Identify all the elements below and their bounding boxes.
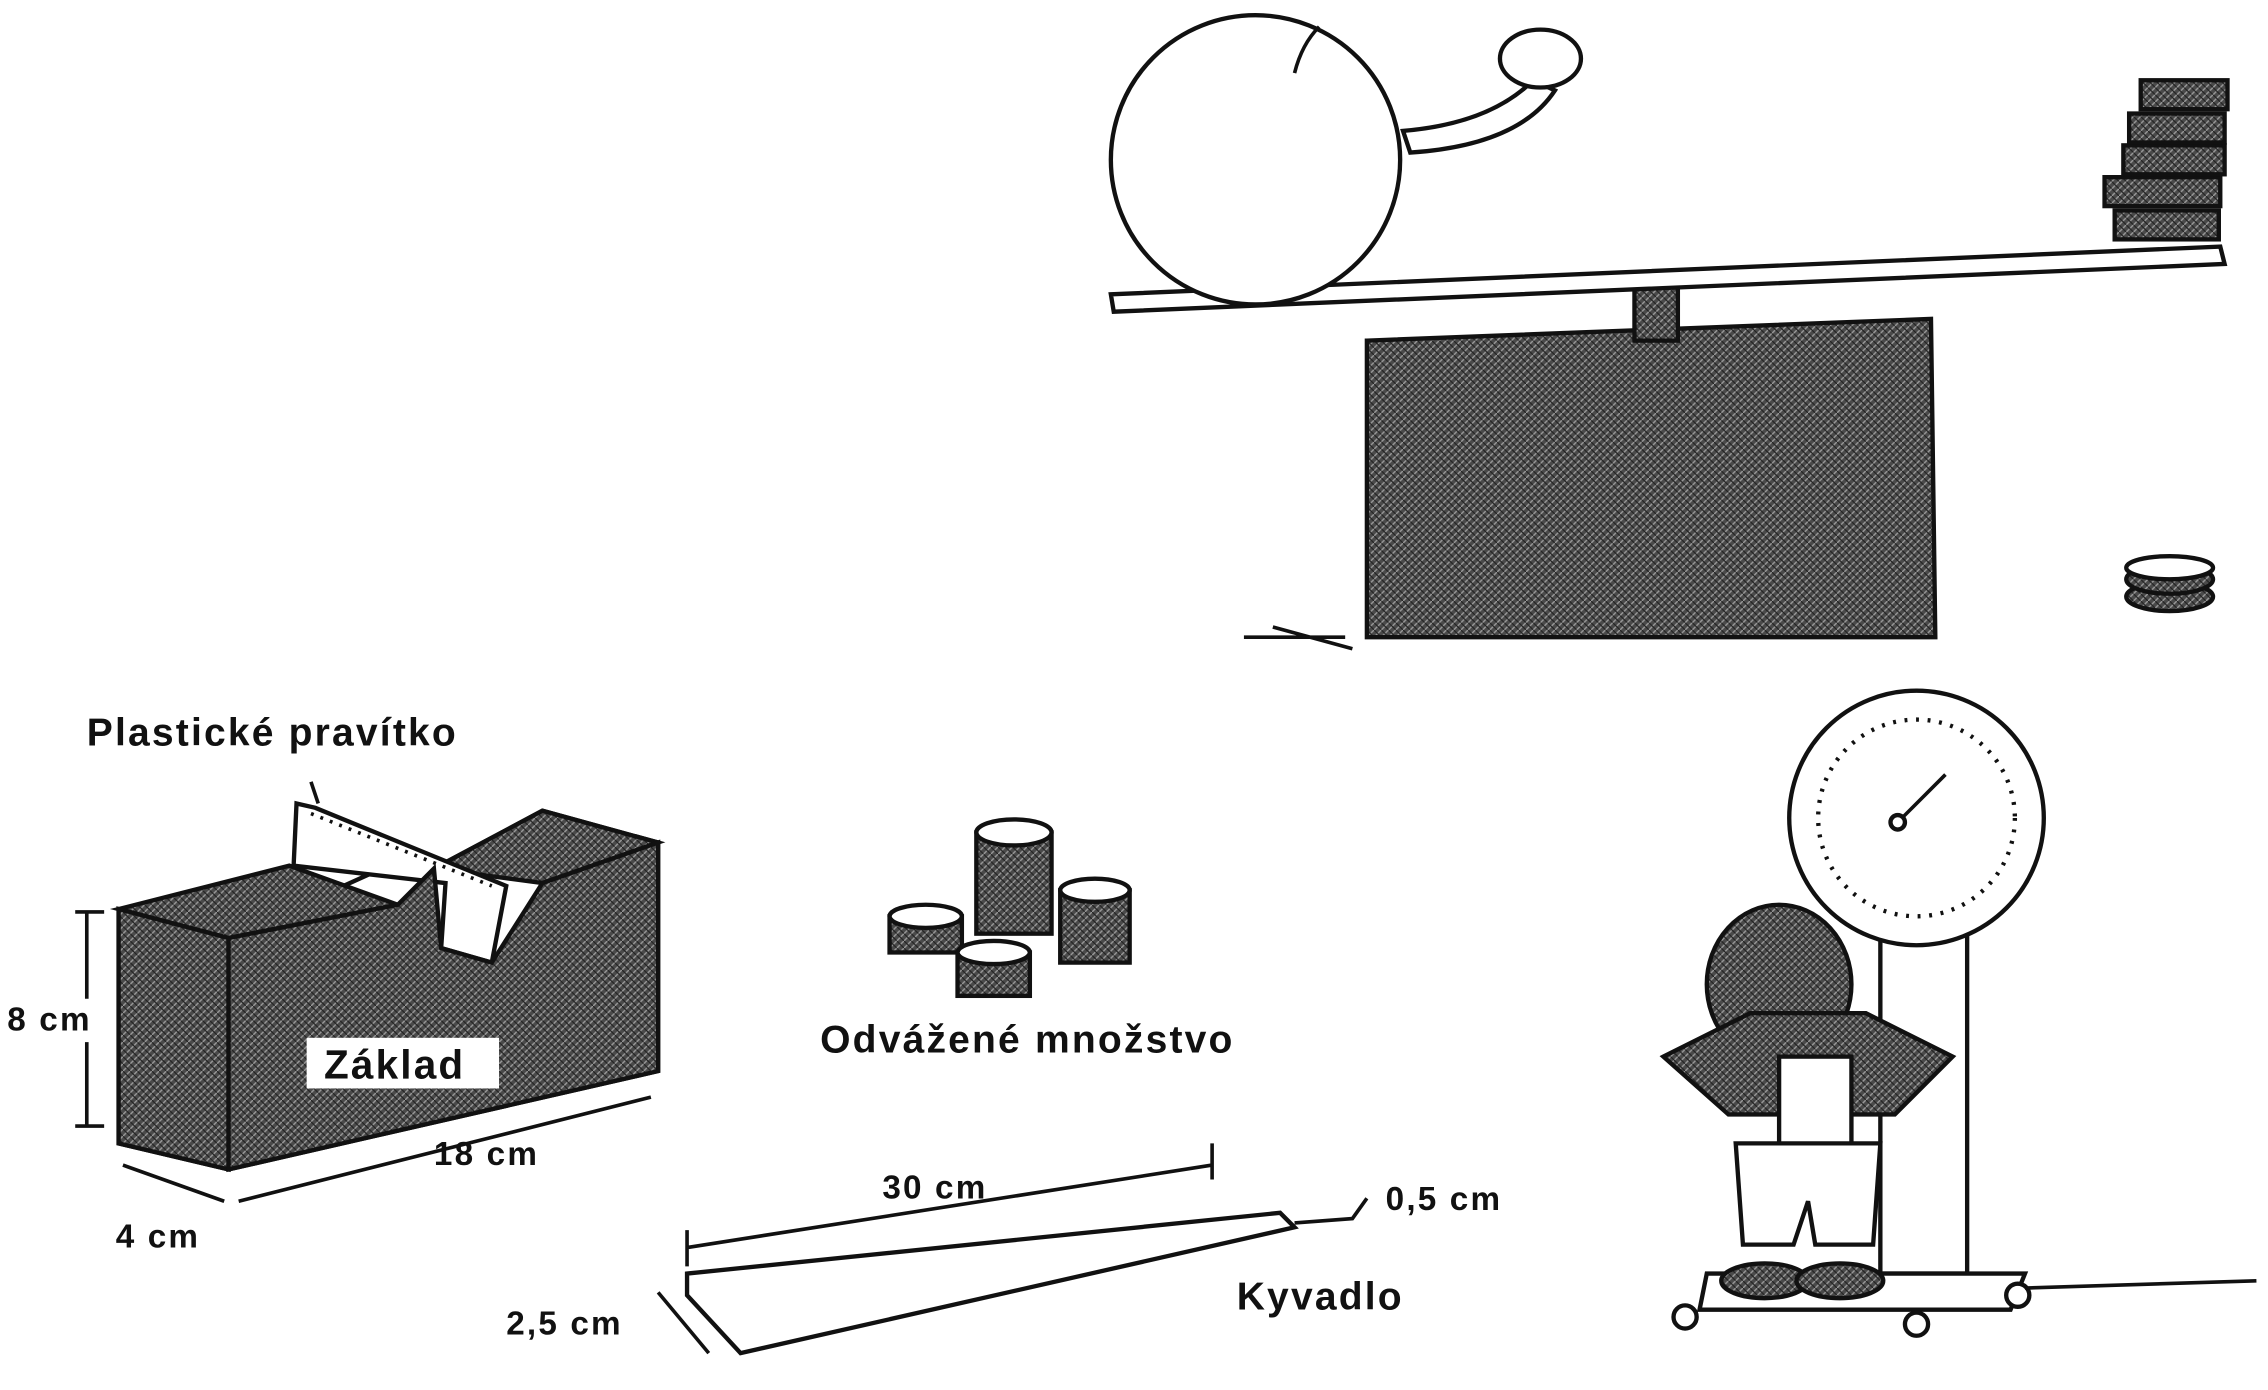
length-label: 18 cm [434, 1136, 539, 1173]
apple-stem [1292, 25, 1321, 74]
apple [1108, 13, 1403, 307]
plank-width-label: 2,5 cm [506, 1305, 623, 1342]
pendulum-plank [656, 1143, 1369, 1356]
ruler-label: Plastické pravítko [87, 712, 458, 755]
base-label: Základ [324, 1041, 465, 1087]
worm [1400, 77, 1559, 155]
base-label-box [306, 1037, 500, 1089]
small-coin-stack [2124, 553, 2216, 614]
base-block: Základ [75, 781, 666, 1204]
seesaw-plank [1108, 244, 2228, 314]
coin-stacks [887, 817, 1132, 999]
plank-length-label: 30 cm [882, 1169, 987, 1206]
weighed-label: Odvážené množstvo [820, 1018, 1234, 1061]
character [1659, 902, 1957, 1301]
height-label: 8 cm [7, 1002, 91, 1039]
support-block [1364, 316, 1938, 640]
block-front-left [116, 906, 231, 1173]
book-stack [2102, 78, 2230, 242]
width-label: 4 cm [116, 1219, 200, 1256]
scale-dial [1815, 717, 2018, 919]
fulcrum [1632, 280, 1681, 343]
pendulum-label: Kyvadlo [1237, 1276, 1404, 1319]
plank-thickness-label: 0,5 cm [1386, 1181, 1503, 1218]
worm-head [1497, 27, 1584, 90]
seesaw-scene [1108, 13, 2230, 651]
